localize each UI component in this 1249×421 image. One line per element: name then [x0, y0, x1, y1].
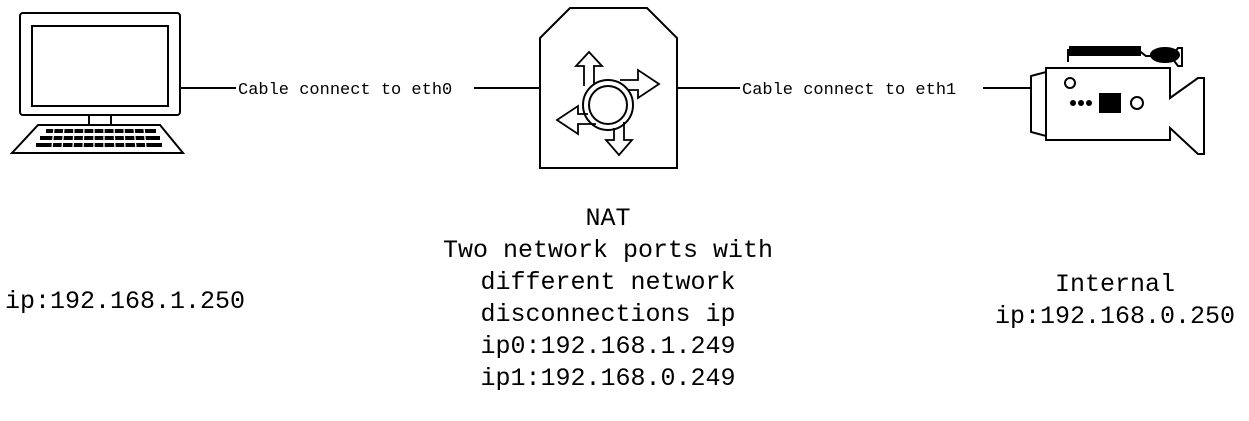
nat-ip1-text: ip1:192.168.0.249 [480, 364, 736, 393]
cable-eth0-label: Cable connect to eth0 [238, 81, 452, 100]
nat-description: NAT Two network ports with different net… [408, 203, 808, 395]
nat-ip0-text: ip0:192.168.1.249 [480, 332, 736, 361]
cable-eth1-label: Cable connect to eth1 [742, 81, 956, 100]
desktop-computer-icon [9, 12, 186, 154]
computer-ip-label: ip:192.168.1.250 [0, 286, 275, 318]
cable-eth1: Cable connect to eth1 [677, 81, 1031, 100]
cable-eth0: Cable connect to eth0 [180, 81, 540, 100]
camera-internal-label: Internal [1054, 270, 1176, 299]
nat-title: NAT [585, 204, 631, 233]
nat-router-icon [539, 7, 678, 169]
nat-line: disconnections ip [480, 300, 736, 329]
keyboard-keys [36, 129, 162, 147]
nat-line: Two network ports with [442, 236, 774, 265]
camera-ip-text: ip:192.168.0.250 [994, 302, 1236, 331]
camera-description: Internal ip:192.168.0.250 [985, 269, 1245, 333]
video-camera-icon [1030, 46, 1205, 155]
nat-line: different network [480, 268, 736, 297]
computer-ip-text: ip:192.168.1.250 [5, 287, 246, 316]
